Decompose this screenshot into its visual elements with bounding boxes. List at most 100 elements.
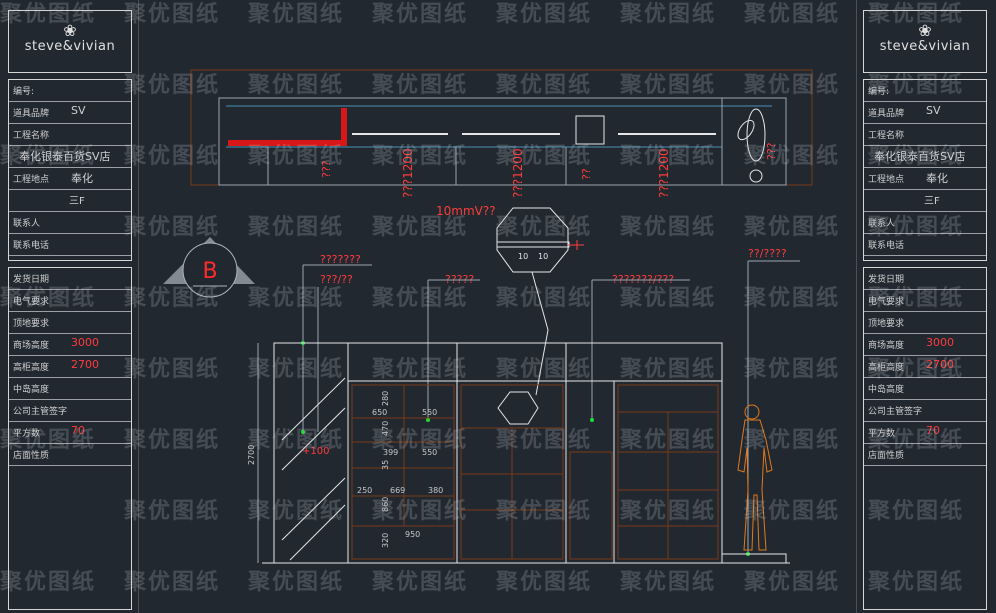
watermark-text: 聚优图纸	[496, 73, 593, 98]
plan-red-panel	[341, 108, 347, 146]
watermark-text: 聚优图纸	[0, 2, 97, 27]
watermark-text: 聚优图纸	[620, 73, 717, 98]
watermark-text: 聚优图纸	[372, 499, 469, 524]
watermark-text: 聚优图纸	[0, 286, 97, 311]
section-marker-circle	[182, 242, 238, 298]
watermark-text: 聚优图纸	[124, 144, 221, 169]
watermark-text: 聚优图纸	[248, 428, 345, 453]
table-row: 奉化银泰百货SV店	[9, 146, 131, 168]
row-value: 70	[926, 424, 940, 437]
row-label: 发货日期	[868, 275, 905, 285]
callout-2: ???/??	[320, 273, 353, 286]
green-point	[426, 418, 430, 422]
light-callout: 10mmV??	[436, 204, 496, 218]
green-point	[301, 430, 305, 434]
watermark-text: 聚优图纸	[124, 499, 221, 524]
watermark-text: 聚优图纸	[124, 357, 221, 382]
watermark-text: 聚优图纸	[868, 286, 965, 311]
table-row: 公司主管签字	[9, 400, 131, 422]
plan-label-2: ???1200	[401, 148, 415, 198]
row-value: SV	[71, 104, 86, 117]
callout-5: ??/????	[748, 247, 787, 260]
dim-height: 2700	[247, 445, 256, 465]
row-label: 工程地点	[13, 175, 50, 185]
butterfly-icon: ❀	[63, 21, 77, 40]
offset-label: +100	[302, 446, 329, 457]
watermark-text: 聚优图纸	[868, 428, 965, 453]
dim-669: 669	[390, 486, 405, 495]
dim-v35: 35	[381, 460, 390, 470]
watermark-text: 聚优图纸	[372, 215, 469, 240]
plan-mannequin	[746, 108, 766, 162]
watermark-text: 聚优图纸	[868, 144, 965, 169]
sheet-border-right	[856, 0, 857, 613]
right-title-panel: ❀ steve&vivian	[863, 10, 987, 73]
light-dim-right: 10	[538, 252, 548, 261]
row-label: 公司主管签字	[868, 407, 923, 417]
row-label: 工程名称	[868, 131, 905, 141]
watermark-text: 聚优图纸	[744, 73, 841, 98]
watermark-text: 聚优图纸	[868, 499, 965, 524]
watermark-text: 聚优图纸	[496, 499, 593, 524]
table-row: 平方数 70	[864, 422, 986, 444]
plan-label-6: ???	[765, 142, 778, 160]
table-row: 奉化银泰百货SV店	[864, 146, 986, 168]
row-value: 2700	[926, 358, 954, 371]
table-row: 联系电话	[864, 234, 986, 256]
watermark-text: 聚优图纸	[372, 144, 469, 169]
watermark-text: 聚优图纸	[744, 286, 841, 311]
row-label: 工程地点	[868, 175, 905, 185]
watermark-text: 聚优图纸	[248, 2, 345, 27]
mirror-hatch	[281, 477, 346, 541]
table-row: 中岛高度	[9, 378, 131, 400]
row-value: 3000	[926, 336, 954, 349]
row-label: 联系电话	[868, 241, 905, 251]
row-label: 电气要求	[868, 297, 905, 307]
table-row: 联系人	[864, 212, 986, 234]
row-label: 道具品牌	[868, 109, 905, 119]
row-value: 三F	[69, 196, 85, 207]
watermark-text: 聚优图纸	[124, 428, 221, 453]
watermark-text: 聚优图纸	[248, 215, 345, 240]
table-row: 三F	[864, 190, 986, 212]
plan-mirror	[737, 119, 755, 141]
table-row: 电气要求	[9, 290, 131, 312]
watermark-text: 聚优图纸	[372, 570, 469, 595]
row-label: 平方数	[868, 429, 896, 439]
row-label: 发货日期	[13, 275, 50, 285]
row-label: 电气要求	[13, 297, 50, 307]
watermark-text: 聚优图纸	[868, 2, 965, 27]
watermark-text: 聚优图纸	[124, 73, 221, 98]
watermark-text: 聚优图纸	[124, 215, 221, 240]
watermark-text: 聚优图纸	[248, 286, 345, 311]
watermark-text: 聚优图纸	[868, 215, 965, 240]
floor-step	[721, 553, 787, 564]
table-row: 顶地要求	[864, 312, 986, 334]
watermark-text: 聚优图纸	[620, 2, 717, 27]
row-label: 联系电话	[13, 241, 50, 251]
watermark-text: 聚优图纸	[496, 144, 593, 169]
butterfly-icon: ❀	[918, 21, 932, 40]
watermark-text: 聚优图纸	[496, 2, 593, 27]
row-value: 奉化	[71, 172, 93, 185]
dim-550a: 550	[422, 408, 437, 417]
watermark-text: 聚优图纸	[124, 570, 221, 595]
watermark-text: 聚优图纸	[620, 144, 717, 169]
watermark-text: 聚优图纸	[372, 73, 469, 98]
row-label: 编号:	[868, 87, 890, 97]
human-figure	[737, 404, 773, 551]
watermark-text: 聚优图纸	[248, 570, 345, 595]
brand-logo: ❀ steve&vivian	[9, 21, 131, 55]
watermark-text: 聚优图纸	[620, 357, 717, 382]
plan-label-4: ??	[580, 168, 593, 180]
table-row: 店面性质	[864, 444, 986, 466]
row-label: 联系人	[13, 219, 41, 229]
watermark-text: 聚优图纸	[248, 73, 345, 98]
plan-red-panel	[228, 140, 346, 146]
